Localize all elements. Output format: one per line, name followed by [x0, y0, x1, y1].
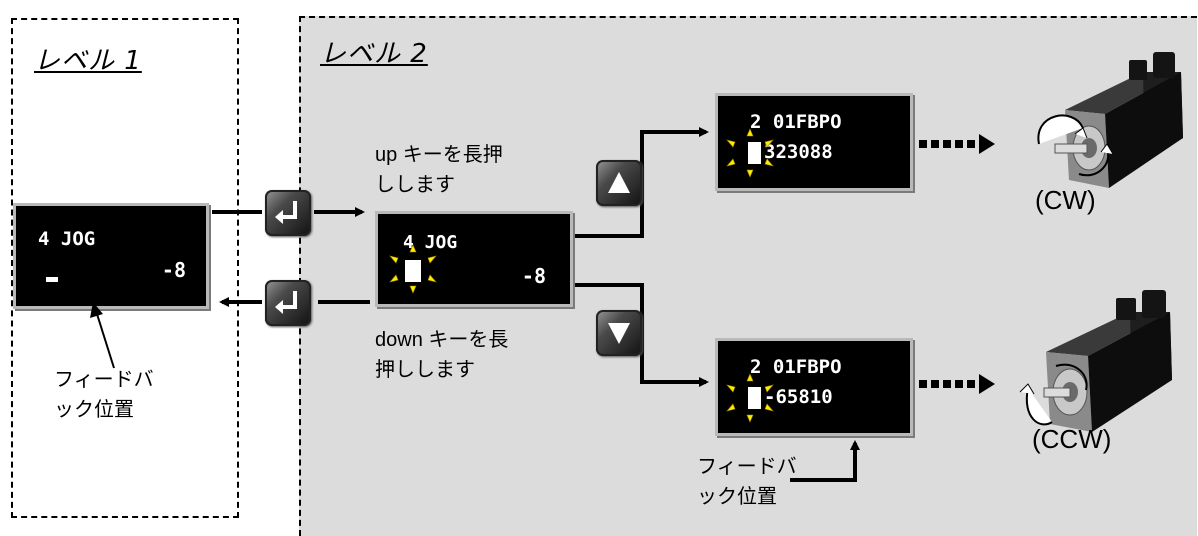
lcd-level1-line2: -8 [161, 258, 186, 282]
down-key-icon [608, 323, 630, 344]
lcd-cw: 2 01FBPO 323088 [715, 93, 913, 191]
lcd-level1: 4 JOG -8 [13, 203, 209, 309]
feedback-position-label: フィードバ ック位置 [54, 369, 154, 421]
servo-motor-ccw-icon [1019, 290, 1172, 432]
enter-key-back[interactable] [265, 280, 311, 326]
level1-box [11, 18, 239, 518]
feedback-position-label-bottom: フィードバ ック位置 [697, 456, 797, 508]
cw-label: (CW) [1035, 185, 1096, 215]
level1-label: レベル 1 [34, 46, 142, 76]
down-key-instruction: down キーを長 押しします [375, 329, 509, 381]
enter-key-icon [275, 201, 297, 224]
up-key-instruction: up キーを長押 しします [375, 144, 503, 196]
lcd-ccw-line1: 2 01FBPO [750, 356, 842, 378]
up-key[interactable] [596, 160, 642, 206]
up-key-icon [608, 172, 630, 193]
lcd-ccw-line2: -65810 [764, 386, 833, 408]
down-key[interactable] [596, 310, 642, 356]
feedback-pointer-left [90, 302, 115, 369]
lcd-jog: 4 JOG -8 [375, 211, 573, 307]
lcd-level1-line1: 4 JOG [38, 228, 96, 250]
lcd-ccw: 2 01FBPO -65810 [715, 338, 913, 436]
lcd-jog-cursor [405, 260, 421, 282]
lcd-cw-line2: 323088 [764, 141, 833, 163]
enter-key-forward[interactable] [265, 190, 311, 236]
servo-motor-cw-icon [1037, 52, 1183, 188]
lcd-jog-line2: -8 [521, 264, 546, 288]
level2-label: レベル 2 [320, 39, 428, 69]
lcd-level1-cursor [46, 277, 58, 282]
lcd-cw-cursor [748, 142, 761, 164]
lcd-ccw-cursor [748, 387, 761, 409]
lcd-cw-line1: 2 01FBPO [750, 111, 842, 133]
sparkle-icon [726, 373, 774, 423]
sparkle-icon [726, 128, 774, 178]
lcd-jog-line1: 4 JOG [403, 232, 458, 253]
enter-key-icon [275, 291, 297, 314]
ccw-label: (CCW) [1032, 424, 1112, 454]
sparkle-icon [389, 244, 437, 294]
